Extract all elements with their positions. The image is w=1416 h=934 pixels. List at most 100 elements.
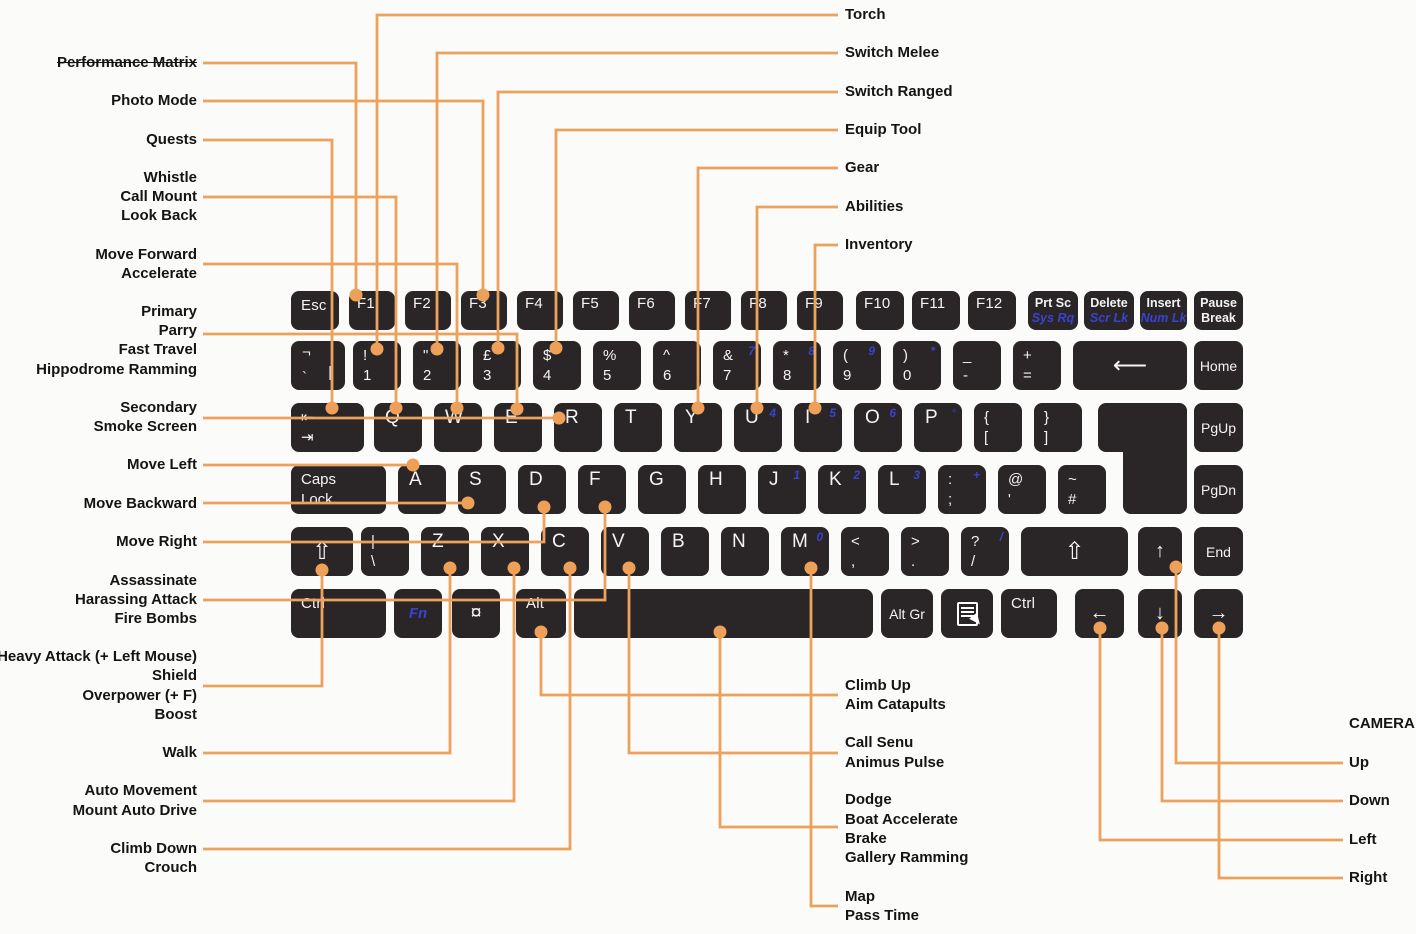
keycap-alt-label: 1 bbox=[793, 468, 800, 482]
keycap-label: , bbox=[851, 552, 856, 570]
key-6: ^6 bbox=[653, 341, 701, 390]
keycap-label: { bbox=[984, 408, 990, 426]
keycap-label: 0 bbox=[903, 366, 912, 384]
up-icon: ↑ bbox=[1155, 540, 1165, 562]
label-pass-time: Pass Time bbox=[845, 907, 919, 924]
label-brake: Brake bbox=[845, 830, 887, 847]
label-parry: Parry bbox=[158, 322, 197, 339]
backspace-icon: ⟵ bbox=[1112, 352, 1148, 379]
keycap-label: I bbox=[805, 407, 811, 428]
key-pgdn: PgDn bbox=[1194, 465, 1243, 514]
keycap-alt-label: / bbox=[999, 530, 1003, 544]
label-fire-bombs: Fire Bombs bbox=[114, 610, 197, 627]
keycap-label: : bbox=[948, 470, 953, 488]
keycap-label: - bbox=[963, 366, 968, 384]
keycap-label: A bbox=[409, 469, 422, 490]
key-enter bbox=[1123, 403, 1187, 514]
label-shield: Shield bbox=[151, 667, 197, 684]
label-performance-matrix: Performance Matrix bbox=[56, 54, 197, 71]
keycap-label: PgUp bbox=[1200, 419, 1237, 436]
keycap-label: ^ bbox=[663, 346, 671, 364]
keycap-alt-label: 5 bbox=[829, 406, 836, 420]
key-altgr: Alt Gr bbox=[881, 589, 933, 638]
label-switch-melee: Switch Melee bbox=[845, 44, 940, 61]
keycap-label: < bbox=[851, 532, 860, 550]
label-gallery-ramming: Gallery Ramming bbox=[845, 849, 969, 866]
keycap-label: Num Lk bbox=[1140, 310, 1187, 325]
keycap-label: Break bbox=[1201, 310, 1236, 325]
keycap-label: 5 bbox=[603, 366, 612, 384]
down-icon: ↓ bbox=[1155, 602, 1165, 624]
label-auto-movement: Auto Movement bbox=[84, 782, 198, 799]
key-b: B bbox=[661, 527, 709, 576]
label-smoke-screen: Smoke Screen bbox=[93, 418, 197, 435]
keycap-label: ⇥ bbox=[301, 428, 314, 446]
key-minus: _- bbox=[953, 341, 1001, 390]
key-lbracket: {[ bbox=[974, 403, 1022, 452]
keycap-label: Pause bbox=[1200, 295, 1237, 310]
keycap-label: @ bbox=[1008, 470, 1024, 488]
key-rbracket: }] bbox=[1034, 403, 1082, 452]
label-quests: Quests bbox=[146, 131, 197, 148]
keycap-label: M bbox=[792, 531, 809, 552]
keycap-label: T bbox=[625, 407, 637, 428]
label-left: Left bbox=[1349, 831, 1377, 848]
label-heavy-attack-left-mouse: Heavy Attack (+ Left Mouse) bbox=[0, 648, 197, 665]
keycap-alt-label: 9 bbox=[868, 344, 875, 358]
keycap-label: Caps bbox=[301, 470, 337, 488]
keycap-label: # bbox=[1068, 490, 1077, 508]
label-crouch: Crouch bbox=[144, 859, 198, 876]
label-call-mount: Call Mount bbox=[120, 188, 197, 205]
keycap-alt-label: 0 bbox=[816, 530, 823, 544]
keycap-label: V bbox=[612, 531, 625, 552]
keycap-label: F11 bbox=[920, 295, 946, 312]
label-climb-down: Climb Down bbox=[110, 840, 197, 857]
keycap-label: Alt Gr bbox=[889, 605, 925, 622]
label-photo-mode: Photo Mode bbox=[111, 92, 197, 109]
keycap-alt-label: 3 bbox=[913, 468, 920, 482]
key-r: R bbox=[554, 403, 602, 452]
label-camera: CAMERA bbox=[1349, 715, 1415, 732]
keycap-label: B bbox=[672, 531, 685, 552]
keycap-label: L bbox=[889, 469, 900, 490]
label-move-forward: Move Forward bbox=[95, 246, 197, 263]
keycap-label: H bbox=[709, 469, 723, 490]
keycap-label: Scr Lk bbox=[1089, 310, 1129, 325]
keycap-label: Ctrl bbox=[1011, 595, 1036, 612]
key-p: P* bbox=[914, 403, 962, 452]
left-icon: ← bbox=[1089, 602, 1110, 624]
keycap-label: > bbox=[911, 532, 920, 550]
label-torch: Torch bbox=[845, 6, 886, 23]
keycap-label: G bbox=[649, 469, 664, 490]
label-move-backward: Move Backward bbox=[83, 495, 197, 512]
key-hash: ~# bbox=[1058, 465, 1106, 514]
label-gear: Gear bbox=[845, 159, 880, 176]
label-inventory: Inventory bbox=[845, 236, 913, 253]
label-hippodrome-ramming: Hippodrome Ramming bbox=[36, 361, 197, 378]
keycap-label: Delete bbox=[1090, 295, 1128, 310]
keycap-label: / bbox=[971, 552, 976, 570]
key-0: )0* bbox=[893, 341, 941, 390]
keycap-label: ' bbox=[1008, 490, 1011, 508]
label-climb-up: Climb Up bbox=[845, 677, 911, 694]
key-rshift: ⇧ bbox=[1021, 527, 1128, 576]
label-harassing-attack: Harassing Attack bbox=[75, 591, 197, 608]
keycap-label: ] bbox=[1044, 428, 1049, 446]
key-f12: F12 bbox=[968, 291, 1016, 330]
keycap-label: ) bbox=[903, 346, 908, 364]
key-backspace: ⟵ bbox=[1073, 341, 1187, 390]
keycap-label: R bbox=[565, 407, 579, 428]
label-down: Down bbox=[1349, 792, 1390, 809]
keycap-label: . bbox=[911, 552, 916, 570]
label-dodge: Dodge bbox=[845, 791, 892, 808]
label-fast-travel: Fast Travel bbox=[118, 341, 197, 358]
keycap-label: PgDn bbox=[1200, 481, 1237, 498]
key-5: %5 bbox=[593, 341, 641, 390]
key-rctrl: Ctrl bbox=[1001, 589, 1057, 638]
label-boost: Boost bbox=[154, 706, 198, 723]
rshift-icon: ⇧ bbox=[1064, 538, 1085, 565]
